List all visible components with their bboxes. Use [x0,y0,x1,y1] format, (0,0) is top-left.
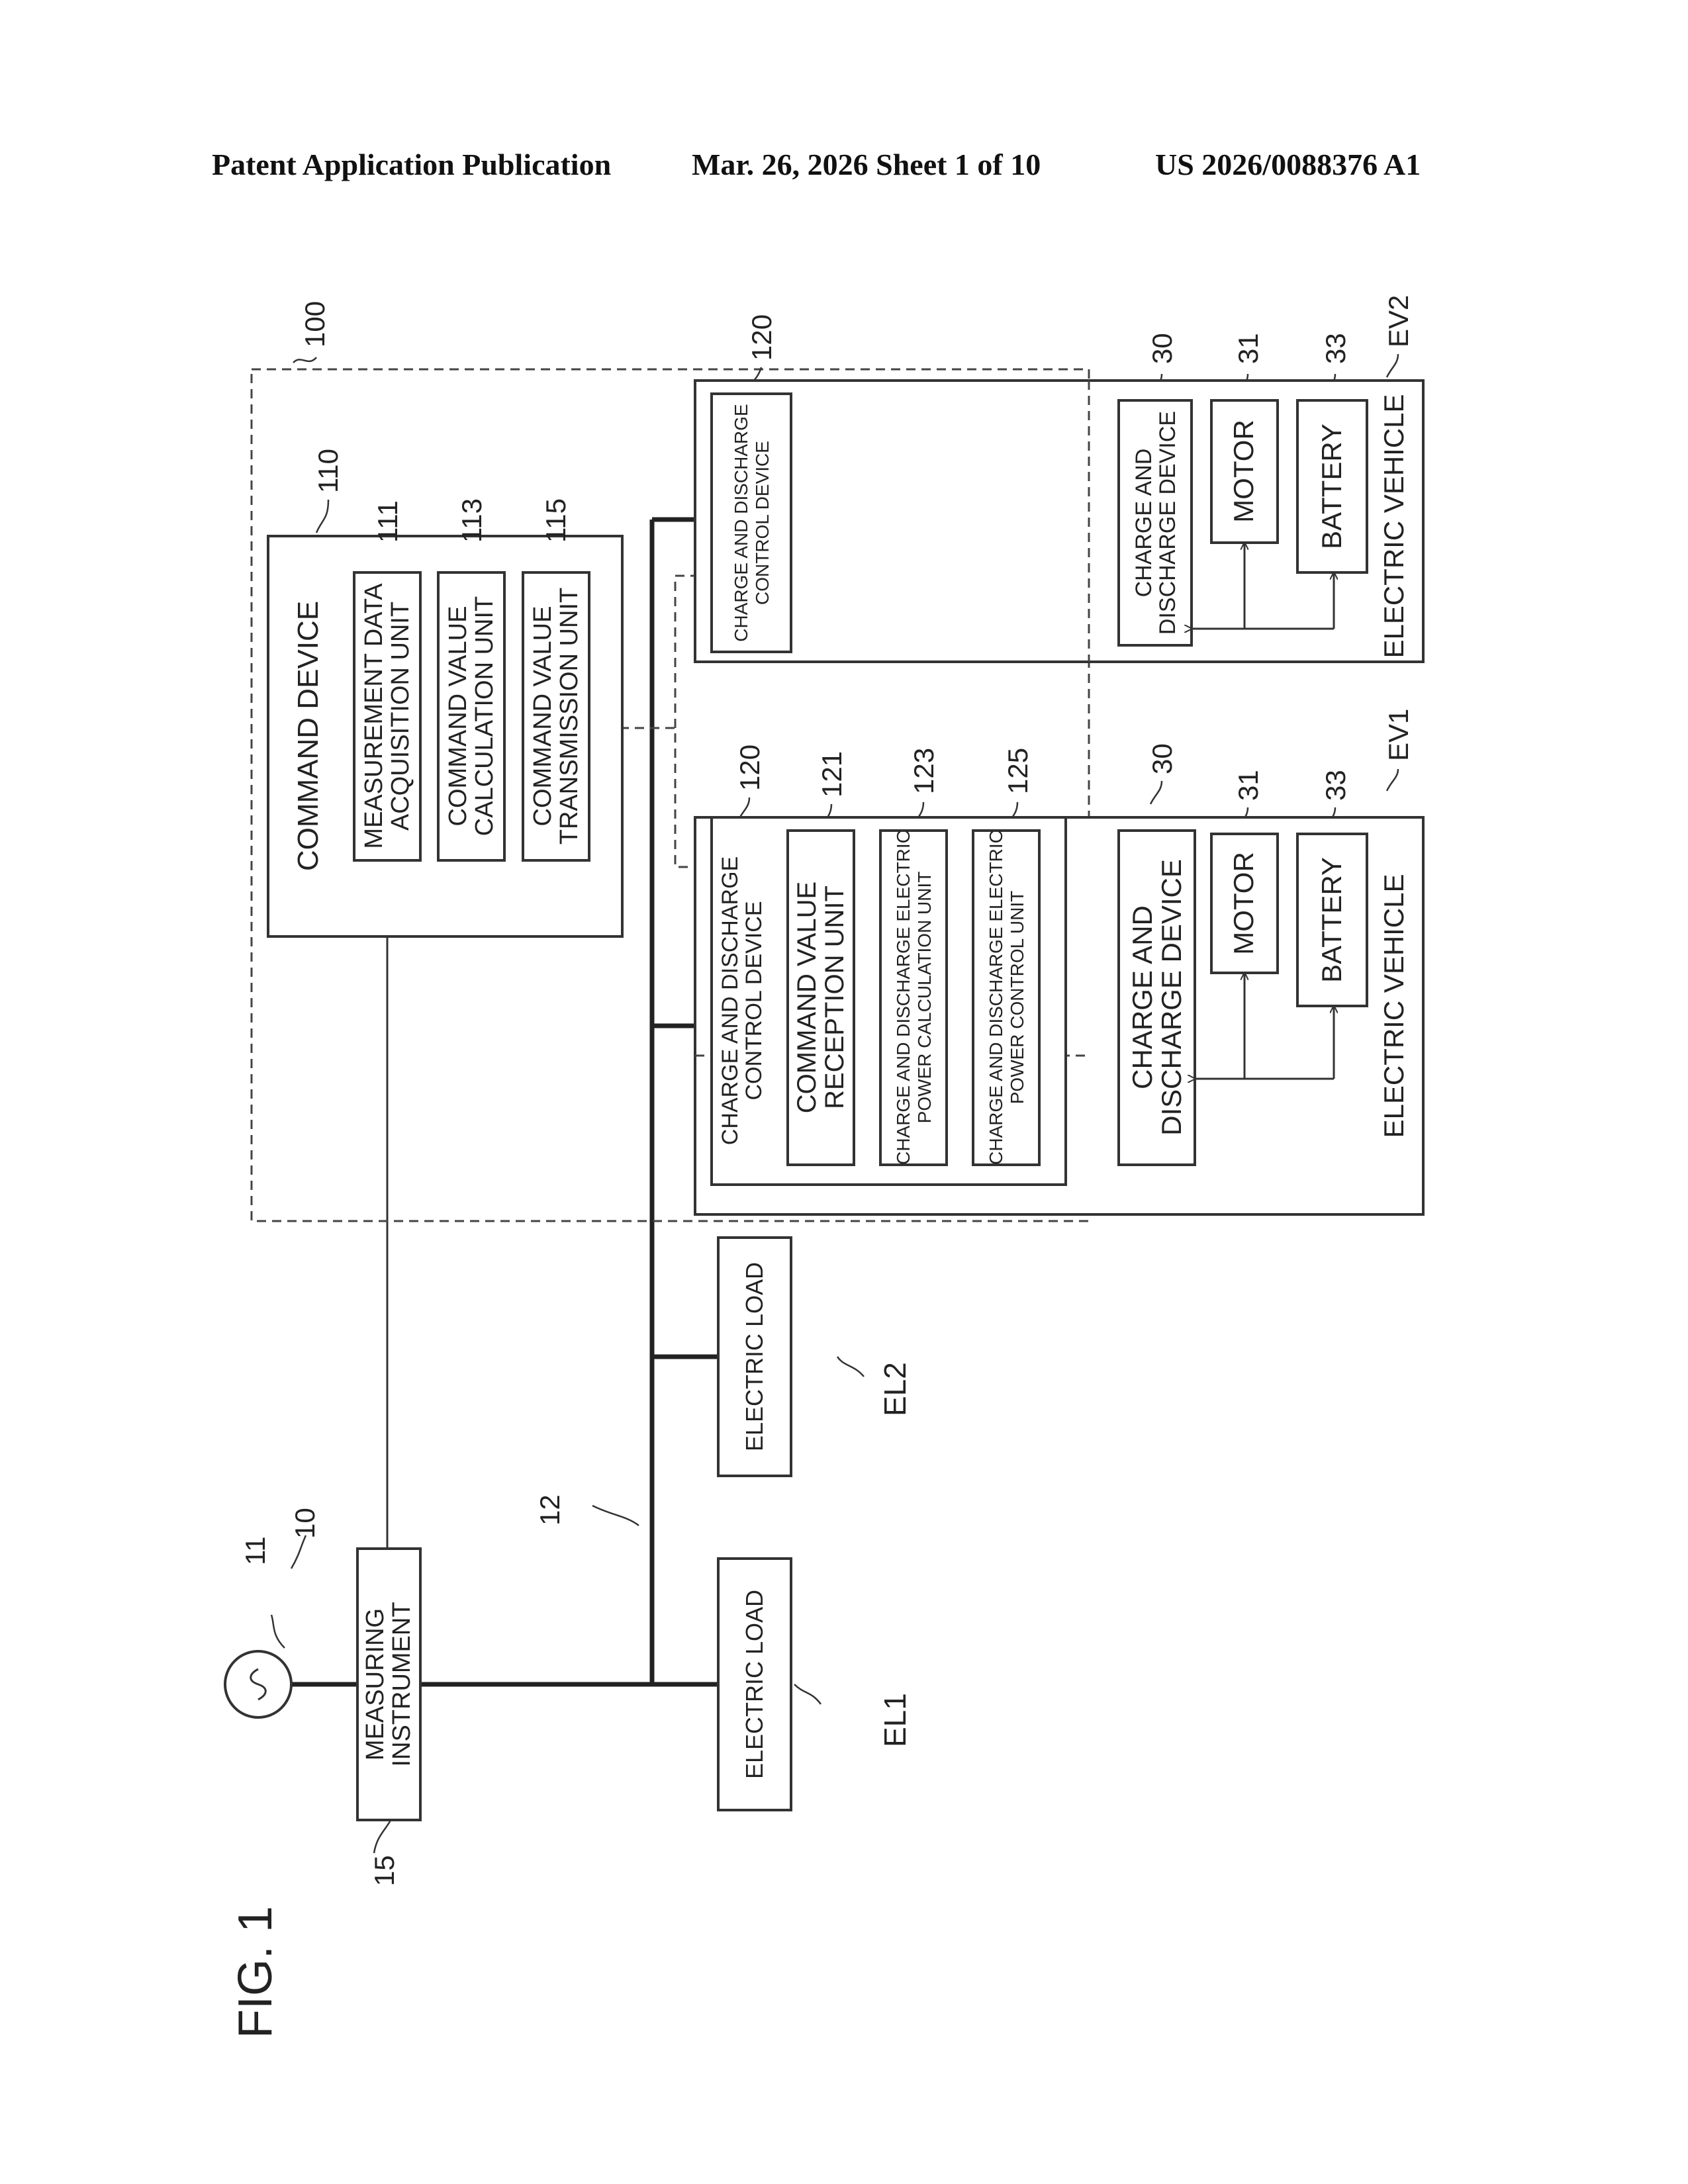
charge-discharge-power-control-unit [973,831,1039,1165]
electric-load-el2: ELECTRIC LOAD [718,1238,791,1476]
figure-label: FIG. 1 [229,1906,282,2038]
ref-11: 11 [240,1536,271,1565]
pcalc-line2: POWER CALCULATION UNIT [914,872,935,1124]
ref-ev2: EV2 [1383,295,1414,347]
pcalc-line1: CHARGE AND DISCHARGE ELECTRIC [893,830,914,1165]
cmd-calc-line2: CALCULATION UNIT [471,596,498,836]
battery-2-label: BATTERY [1316,424,1347,549]
cd1-line1: CHARGE AND [1127,905,1158,1089]
ref-30-ev1: 30 [1147,743,1178,774]
ref-10: 10 [289,1508,320,1539]
ref-111: 111 [372,500,403,543]
ref-125: 125 [1002,748,1033,794]
ref-113: 113 [456,498,487,543]
pctrl-line1: CHARGE AND DISCHARGE ELECTRIC [986,830,1006,1165]
cd1-line2: DISCHARGE DEVICE [1156,859,1187,1136]
ref-31-ev2: 31 [1233,333,1264,364]
measuring-label-line2: INSTRUMENT [388,1602,416,1766]
electric-vehicle-ev2: CHARGE AND DISCHARGE CONTROL DEVICE CHAR… [695,381,1423,662]
ref-33-ev1: 33 [1320,770,1351,801]
ref-120-ev2: 120 [746,314,777,361]
electric-load-el1: ELECTRIC LOAD [718,1559,791,1810]
ref-15: 15 [369,1855,400,1886]
battery-1-label: BATTERY [1316,857,1347,983]
cd2-line2: DISCHARGE DEVICE [1155,411,1180,635]
pctrl-line2: POWER CONTROL UNIT [1007,891,1027,1105]
cmd-calc-line1: COMMAND VALUE [444,606,472,827]
ref-115: 115 [540,498,571,543]
electric-load-1-label: ELECTRIC LOAD [741,1590,768,1779]
ref-33-ev2: 33 [1320,333,1351,364]
ref-110: 110 [312,449,344,493]
ref-120-ev1: 120 [734,745,765,791]
measuring-label-line1: MEASURING [361,1608,389,1760]
meas-acq-line2: ACQUISITION UNIT [387,602,414,831]
ref-31-ev1: 31 [1233,770,1264,801]
cvr-line1: COMMAND VALUE [792,882,821,1113]
ref-el1: EL1 [878,1693,912,1747]
ref-123: 123 [908,748,939,794]
ref-30-ev2: 30 [1147,333,1178,364]
ref-100: 100 [299,301,330,347]
motor-1-label: MOTOR [1228,852,1259,955]
charge-discharge-control-device-2 [712,394,791,652]
cdc1-line2: CONTROL DEVICE [741,901,767,1100]
motor-2-label: MOTOR [1228,420,1259,523]
ref-el2: EL2 [878,1362,912,1416]
measuring-instrument: MEASURING INSTRUMENT [357,1549,420,1820]
cd2-line1: CHARGE AND [1131,449,1156,598]
cvr-line2: RECEPTION UNIT [820,886,849,1109]
cdc2-line2: CONTROL DEVICE [752,441,773,605]
meas-acq-line1: MEASUREMENT DATA [360,583,388,849]
ref-12: 12 [534,1494,565,1525]
cmd-tx-line2: TRANSMISSION UNIT [555,588,583,844]
ev2-label: ELECTRIC VEHICLE [1378,394,1409,658]
ref-121: 121 [816,751,847,797]
ref-ev1: EV1 [1383,709,1414,761]
cdc2-line1: CHARGE AND DISCHARGE [731,404,751,641]
electric-vehicle-ev1: CHARGE AND DISCHARGE CONTROL DEVICE COMM… [695,817,1423,1214]
command-device: COMMAND DEVICE MEASUREMENT DATA ACQUISIT… [268,536,622,936]
command-device-label: COMMAND DEVICE [292,601,324,871]
cmd-tx-line1: COMMAND VALUE [529,606,557,827]
cdc1-line1: CHARGE AND DISCHARGE [718,856,743,1145]
ev1-label: ELECTRIC VEHICLE [1378,874,1409,1138]
charge-discharge-power-calculation-unit [880,831,947,1165]
electric-load-2-label: ELECTRIC LOAD [741,1262,768,1451]
